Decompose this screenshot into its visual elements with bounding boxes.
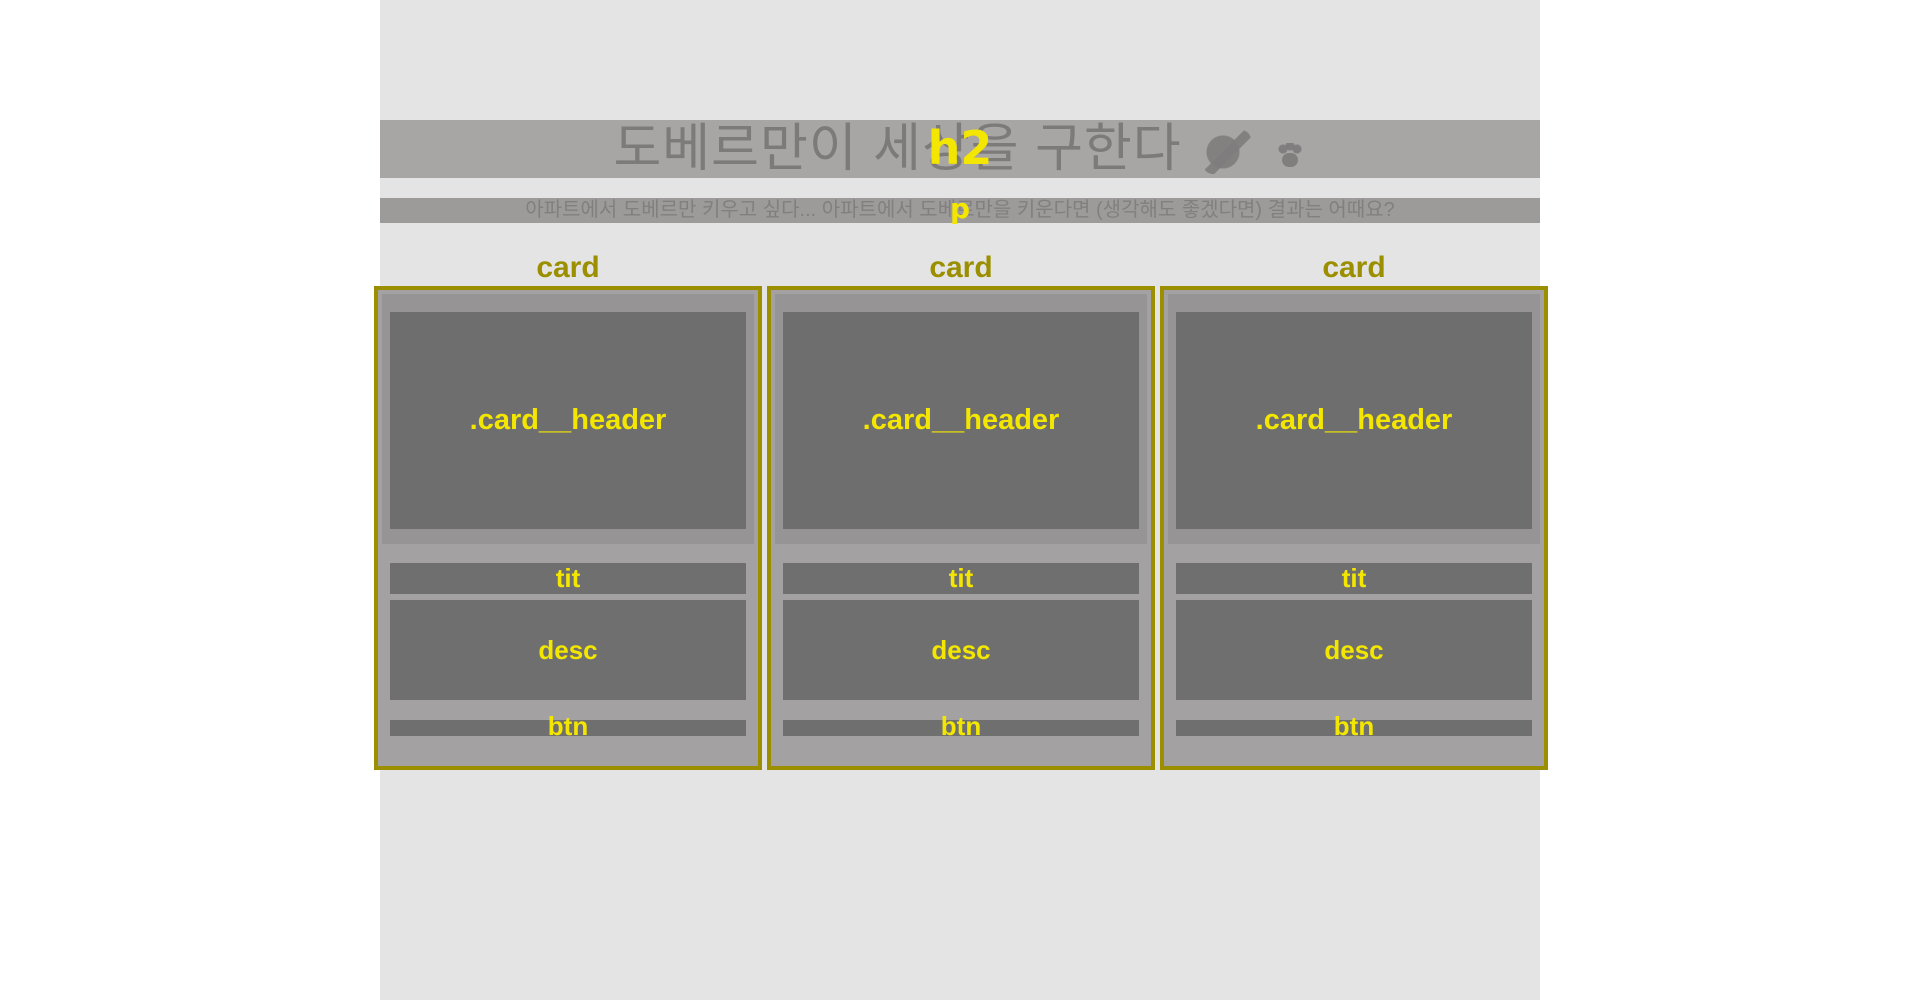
card-button-label: btn [940, 711, 982, 741]
card-title: tit [390, 563, 746, 594]
card-description-label: desc [1324, 635, 1384, 665]
content-container: 도베르만이 세상을 구한다 h2 아파트에서 도베르만 키우고 싶다... 아파… [374, 0, 1548, 1000]
hero-title-band: 도베르만이 세상을 구한다 h2 [380, 120, 1540, 178]
card[interactable]: .card__header tit desc btn [374, 286, 762, 770]
card-button-label: btn [1333, 711, 1375, 741]
card-header-label: .card__header [1255, 404, 1453, 436]
card[interactable]: .card__header tit desc btn [767, 286, 1155, 770]
dog-head-icon [1203, 130, 1252, 174]
card-title-label: tit [555, 563, 581, 593]
card-title-label: tit [1341, 563, 1367, 593]
hero-title: 도베르만이 세상을 구한다 [380, 120, 1540, 178]
card-overlay-label: card [1322, 251, 1386, 284]
card-overlay-label: card [929, 251, 993, 284]
card-button[interactable]: btn [390, 711, 746, 741]
hero-subtitle-band: 아파트에서 도베르만 키우고 싶다... 아파트에서 도베르만을 키운다면 (생… [380, 195, 1540, 223]
hero-subtitle: 아파트에서 도베르만 키우고 싶다... 아파트에서 도베르만을 키운다면 (생… [525, 199, 1395, 221]
card-header: .card__header [1176, 312, 1532, 529]
card-button[interactable]: btn [783, 711, 1139, 741]
card-button[interactable]: btn [1176, 711, 1532, 741]
card-header: .card__header [783, 312, 1139, 529]
card-description-label: desc [538, 635, 598, 665]
card-header-label: .card__header [862, 404, 1060, 436]
card-overlay-label: card [536, 251, 600, 284]
hero-title-text: 도베르만이 세상을 구한다 [613, 120, 1182, 178]
card-title: tit [1176, 563, 1532, 594]
card-description: desc [390, 600, 746, 700]
card-button-label: btn [547, 711, 589, 741]
card-title: tit [783, 563, 1139, 594]
card-description: desc [783, 600, 1139, 700]
card-description-label: desc [931, 635, 991, 665]
card-header-label: .card__header [469, 404, 667, 436]
card[interactable]: .card__header tit desc btn [1160, 286, 1548, 770]
card-title-label: tit [948, 563, 974, 593]
card-description: desc [1176, 600, 1532, 700]
paw-prints-icon [1273, 139, 1307, 173]
card-header: .card__header [390, 312, 746, 529]
